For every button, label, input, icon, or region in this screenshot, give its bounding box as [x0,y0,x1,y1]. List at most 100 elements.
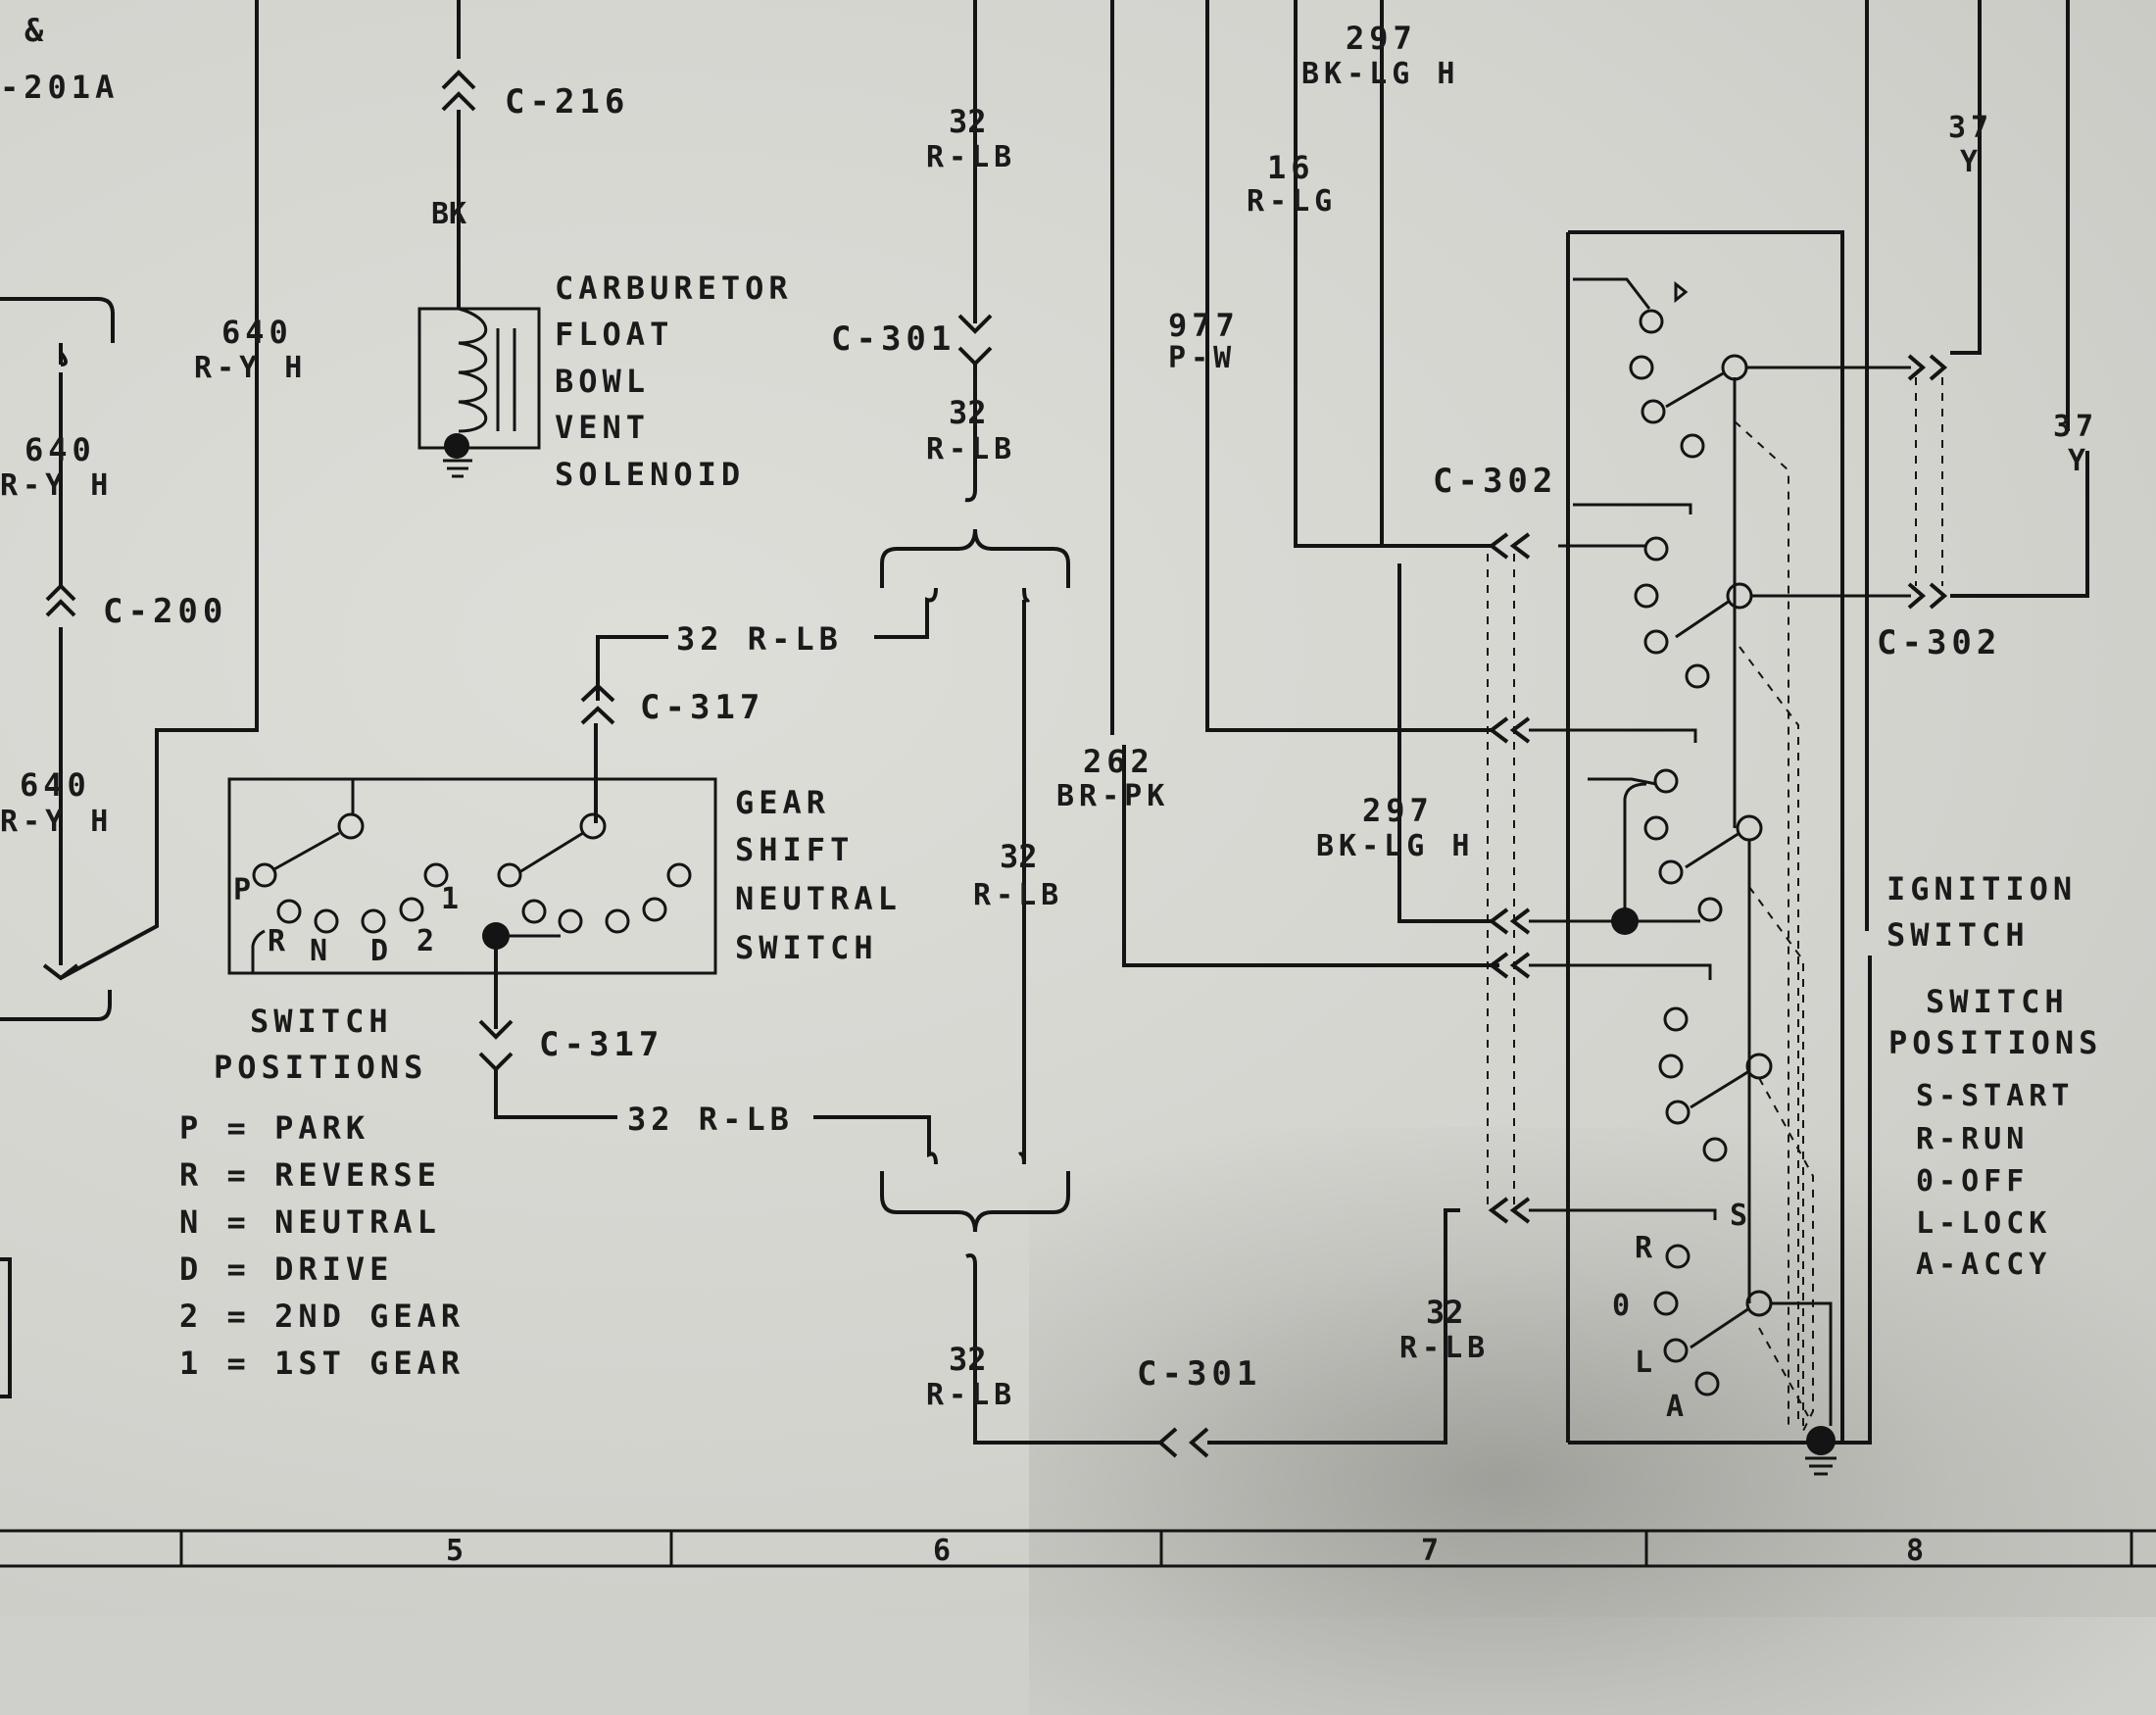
gear-switch-blade [271,831,340,872]
connector-label: C-302 [1877,623,2001,662]
zone-number: 6 [933,1534,951,1568]
ground-node [1806,1426,1836,1455]
wire-label: 32 R-LB [676,620,843,658]
wire-color: BR-PK [1056,779,1169,813]
ign-blade [1675,599,1731,639]
legend-item: R-RUN [1916,1122,2029,1156]
wire-number: 262 [1083,743,1154,780]
wire-color: R-LB [1399,1331,1490,1365]
wire-color: R-LB [926,432,1016,466]
connector-c301-pin [957,314,993,334]
wire-color: R-LB [973,878,1063,912]
connector-c200-pin [45,599,76,617]
wire-color: R-LG [1247,184,1337,219]
connector-label: C-302 [1433,462,1557,501]
legend-item: P = PARK [179,1109,369,1147]
connector-c317-pin [580,683,615,703]
ign-contact [1702,1137,1728,1162]
ign-blade [1690,1306,1750,1349]
ign-jumper [1529,728,1697,743]
wire-color: R-Y H [0,805,113,839]
gear-position-letter: P [233,873,251,907]
component-label: SWITCH [735,929,878,966]
wire-color: Y [1960,145,1978,179]
component-label: NEUTRAL [735,880,902,917]
connector-c302-pins [1907,354,1948,610]
connector-c216-pin [441,70,476,90]
connector-c302-outline [1915,377,1943,586]
gear-position-letter: N [310,934,327,968]
solenoid-core [496,328,516,431]
wire-977 [1205,0,1494,732]
ign-position-letter: R [1635,1231,1653,1265]
zone-number: 5 [446,1534,464,1568]
ign-contact [1665,1244,1690,1269]
left-box-bottom [0,990,112,1021]
connector-label: C-301 [831,319,956,359]
ign-contact [1658,1054,1684,1079]
legend-item: 1 = 1ST GEAR [179,1345,465,1382]
legend-item: D = DRIVE [179,1250,393,1288]
ign-position-letter: A [1666,1390,1684,1424]
wire-color: Y [2068,444,2085,478]
wire-label: & [24,12,44,49]
zone-number: 8 [1906,1534,1924,1568]
wire-number: 640 [20,766,91,804]
wire-number: 32 [949,103,987,140]
ign-contact [1643,536,1669,562]
wire-32-branch [874,587,938,639]
ign-contact [1674,280,1689,304]
ign-mechanical-link [1734,420,1814,1432]
wire-number: 297 [1346,20,1417,57]
wire-number: 32 [949,394,987,431]
gear-switch-box [227,777,717,975]
wire-color: P-W [1168,341,1236,375]
legend-title: POSITIONS [214,1049,427,1086]
wire-number: 37 [1948,111,1993,145]
ign-jumper [1573,277,1651,310]
ign-contact [1680,433,1705,459]
wire-color: R-Y H [0,468,113,503]
splice-brace-top [880,528,1070,588]
wire-color: BK [431,197,466,231]
wire-262 [1110,0,1499,967]
ign-contact [1658,859,1684,885]
wire-number: 32 [1426,1294,1464,1331]
gear-switch-lead [251,929,266,972]
ign-blade [1665,370,1726,409]
legend-title: SWITCH [250,1003,393,1040]
wire-32 [1207,1208,1460,1445]
wire-number: 640 [24,431,96,468]
ign-contact [1726,582,1753,610]
solenoid-coil [458,307,488,433]
ign-jumper [1529,963,1712,980]
wire-color: R-LB [926,140,1016,174]
wire-640 [59,343,68,367]
connector-label: C-317 [539,1025,663,1064]
gear-position-letter: R [268,924,286,958]
ign-contact [1639,309,1664,334]
component-label: GEAR [735,784,830,821]
ign-contact [1736,814,1763,842]
ign-contact [1653,768,1679,794]
ign-contact [1663,1006,1689,1032]
ign-contact [1694,1371,1720,1396]
wire-number: 640 [221,314,293,351]
component-label: FLOAT [555,316,673,353]
wire-37 [1950,0,2089,598]
ground-node [444,433,469,459]
component-label: CARBURETOR [555,270,793,307]
ign-contact [1685,663,1710,689]
legend-item: R = REVERSE [179,1156,441,1194]
gear-position-letter: 2 [416,924,434,958]
left-box-top [0,297,115,343]
component-label: IGNITION [1886,870,2077,907]
ign-jumper [1529,782,1700,923]
legend-item: S-START [1916,1079,2074,1113]
ign-contact [1641,399,1666,424]
wire-color: BK-LG H [1301,57,1459,91]
ign-contact [1643,629,1669,655]
ign-contact [1721,354,1748,381]
wire-32 [965,1253,1161,1445]
gear-switch-contacts [252,862,692,934]
